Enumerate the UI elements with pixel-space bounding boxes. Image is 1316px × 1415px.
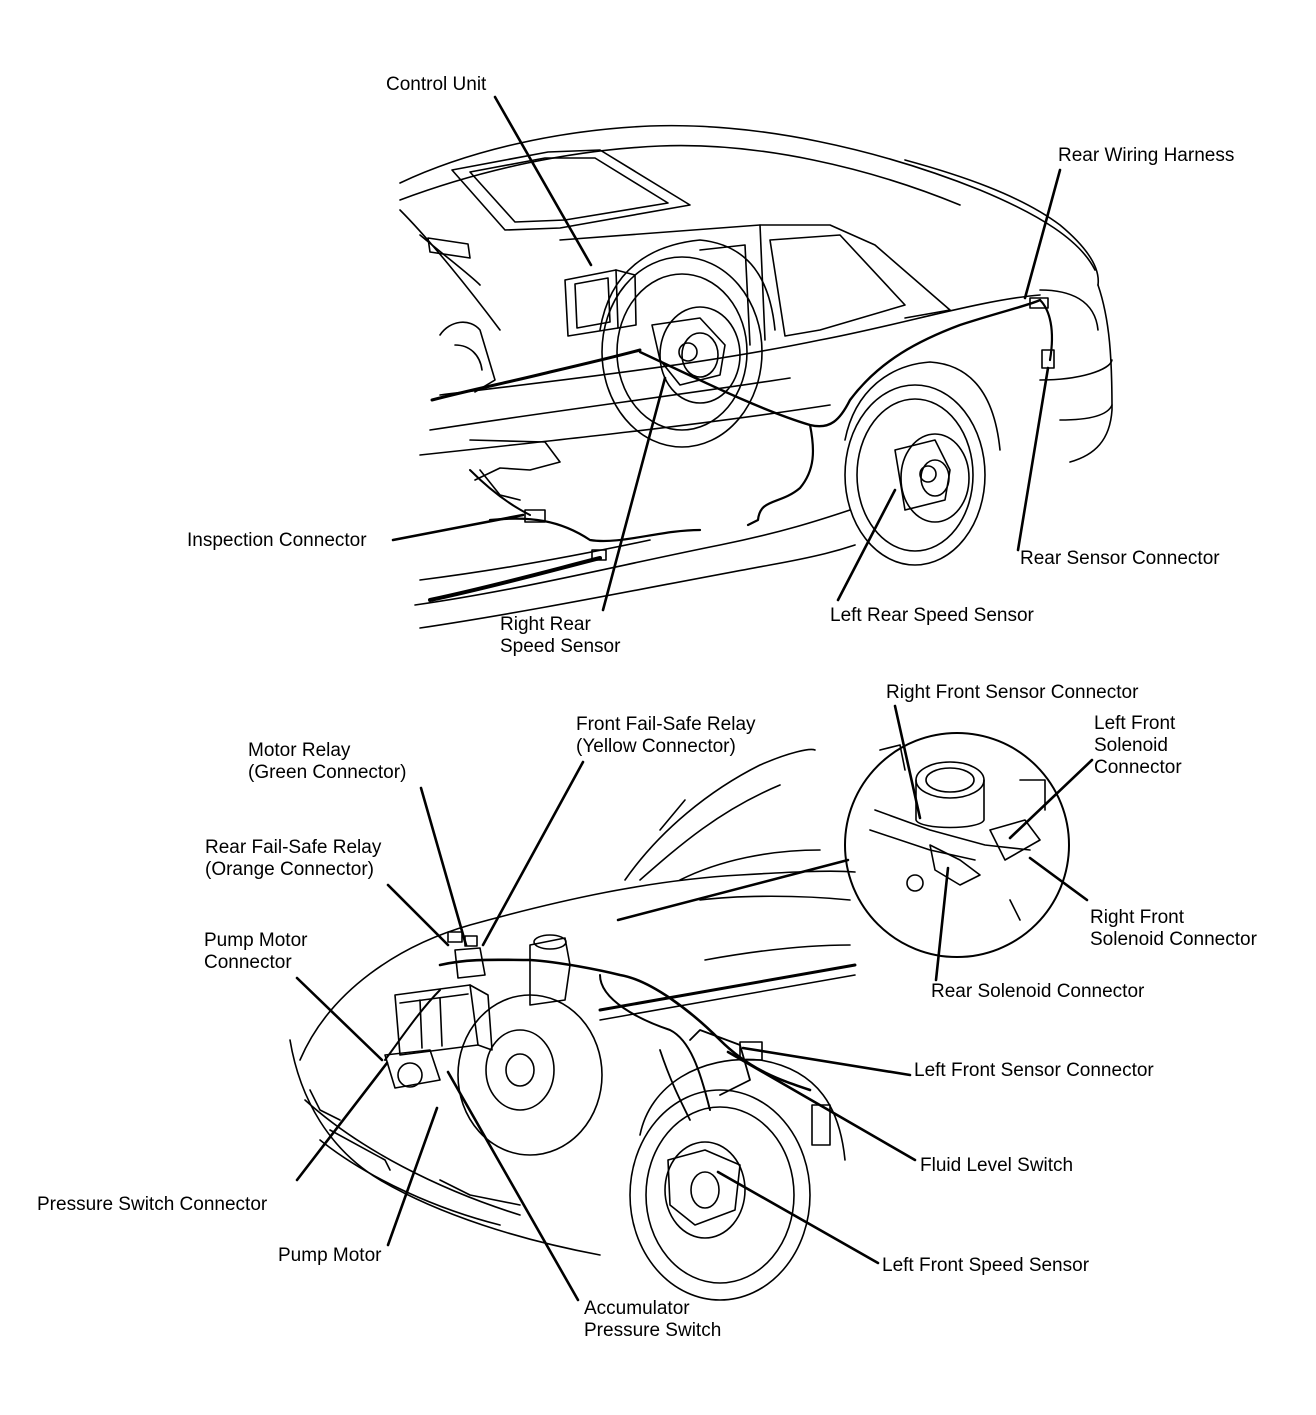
label-control-unit: Control Unit [386,74,487,95]
detail-inset [845,733,1069,957]
label-line: Speed Sensor [500,636,621,657]
label-line: (Orange Connector) [205,859,374,880]
label-pressure-switch-connector: Pressure Switch Connector [37,1194,268,1215]
label-left-front-speed-sensor: Left Front Speed Sensor [882,1255,1090,1276]
label-rear-sensor-connector: Rear Sensor Connector [1020,548,1220,569]
label-line: Pressure Switch [584,1320,722,1341]
label-line: Left Front [1094,713,1176,734]
label-rear-wiring-harness: Rear Wiring Harness [1058,145,1235,166]
label-right-rear-speed-sensor: Right Rear Speed Sensor [500,614,620,658]
label-rear-fail-safe-relay: Rear Fail-Safe Relay (Orange Connector) [205,837,381,881]
label-line: Right Front [1090,907,1184,928]
label-left-front-sensor-connector: Left Front Sensor Connector [914,1060,1154,1081]
label-line: Solenoid Connector [1090,929,1257,950]
label-line: Motor Relay [248,740,351,761]
label-fluid-level-switch: Fluid Level Switch [920,1155,1074,1176]
label-motor-relay: Motor Relay (Green Connector) [248,740,406,784]
label-inspection-connector: Inspection Connector [187,530,367,551]
label-pump-motor: Pump Motor [278,1245,382,1266]
label-left-rear-speed-sensor: Left Rear Speed Sensor [830,605,1034,626]
label-line: (Yellow Connector) [576,736,736,757]
label-right-front-solenoid-connector: Right Front Solenoid Connector [1090,907,1257,951]
label-left-front-solenoid-connector: Left Front Solenoid Connector [1094,713,1182,779]
label-line: Accumulator [584,1298,690,1319]
leader-lines [297,97,1092,1300]
rear-car-illustration [400,126,1112,628]
label-front-fail-safe-relay: Front Fail-Safe Relay (Yellow Connector) [576,714,756,758]
label-line: Solenoid [1094,735,1168,756]
label-rear-solenoid-connector: Rear Solenoid Connector [931,981,1145,1002]
front-car-illustration [290,750,855,1300]
label-accumulator-pressure-switch: Accumulator Pressure Switch [584,1298,721,1342]
label-line: Front Fail-Safe Relay [576,714,756,735]
label-line: Rear Fail-Safe Relay [205,837,382,858]
label-line: (Green Connector) [248,762,407,783]
label-line: Right Rear [500,614,591,635]
label-right-front-sensor-connector: Right Front Sensor Connector [886,682,1139,703]
label-line: Pump Motor [204,930,308,951]
label-pump-motor-connector: Pump Motor Connector [204,930,307,974]
label-line: Connector [1094,757,1182,778]
label-line: Connector [204,952,292,973]
